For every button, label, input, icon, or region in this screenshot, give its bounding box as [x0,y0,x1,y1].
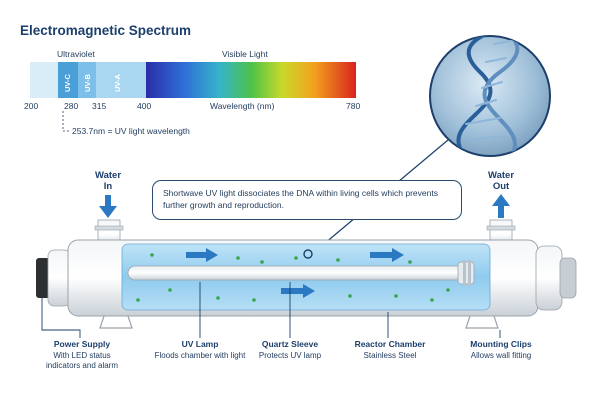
quartz-sleeve-label: Quartz Sleeve [261,339,319,349]
ultraviolet-label: Ultraviolet [57,49,95,59]
reactor-chamber-label: Reactor Chamber [354,339,426,349]
tick-315: 315 [92,101,107,111]
uvc-band [58,62,78,98]
power-supply-desc-1: With LED status [53,351,111,360]
reactor-chamber-desc: Stainless Steel [363,351,417,360]
visible-light-label: Visible Light [222,49,268,59]
flow-arrow-icon [186,248,404,298]
uv-far-band [30,62,58,98]
mounting-clips-label: Mounting Clips [470,339,532,349]
tick-280: 280 [64,101,79,111]
dna-helix-icon [429,35,551,157]
tick-780: 780 [346,101,361,111]
tick-200: 200 [24,101,39,111]
water-out-label-2: Out [492,181,510,192]
uv-lamp-desc: Floods chamber with light [154,351,246,360]
tick-400: 400 [137,101,152,111]
dna-callout: Shortwave UV light dissociates the DNA w… [152,180,462,220]
water-out-label-1: Water [487,170,515,181]
power-supply-label: Power Supply [53,339,111,349]
quartz-sleeve-desc: Protects UV lamp [258,351,322,360]
water-in-label-1: Water [94,170,122,181]
mounting-clips-desc: Allows wall fitting [470,351,532,360]
visible-band [146,62,356,98]
uvb-band [78,62,96,98]
uv-wavelength-note: 253.7nm = UV light wavelength [72,126,190,136]
water-in-label-2: In [103,181,113,192]
water-in-arrow-icon [99,195,117,218]
page-title: Electromagnetic Spectrum [20,23,192,38]
power-supply-desc-2: indicators and alarm [45,361,119,370]
uv-lamp [127,265,474,281]
uva-band [96,62,146,98]
wavelength-axis-label: Wavelength (nm) [210,101,275,111]
water-out-arrow-icon [492,194,510,218]
uv-lamp-label: UV Lamp [181,339,219,349]
